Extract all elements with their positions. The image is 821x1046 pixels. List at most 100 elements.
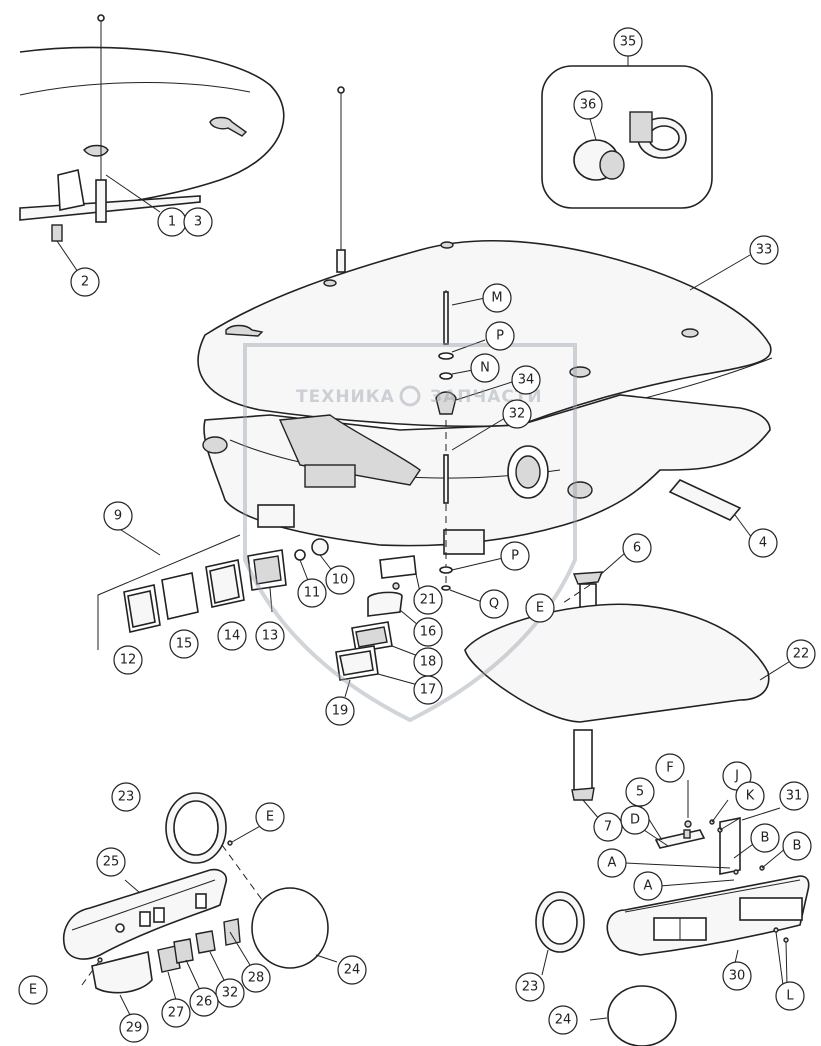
svg-text:30: 30 <box>729 969 746 984</box>
pole-and-table <box>464 552 793 821</box>
callout-21: 22 <box>786 639 816 669</box>
svg-text:D: D <box>630 813 640 828</box>
callout-34: 34 <box>511 365 541 395</box>
callout-15: 15 <box>169 629 199 659</box>
callout-E: F <box>655 753 685 783</box>
callout-2: 2 <box>70 267 100 297</box>
svg-text:14: 14 <box>224 629 241 644</box>
callout-5: 5 <box>625 777 655 807</box>
svg-text:E: E <box>266 810 274 825</box>
svg-text:28: 28 <box>248 971 265 986</box>
callout-F-right: E <box>525 593 555 623</box>
callout-24: 25 <box>96 847 126 877</box>
svg-text:32: 32 <box>509 407 526 422</box>
svg-text:E: E <box>536 601 544 616</box>
svg-text:15: 15 <box>176 637 193 652</box>
svg-text:36: 36 <box>580 98 597 113</box>
svg-text:2: 2 <box>81 275 89 290</box>
callout-F-left: E <box>18 975 48 1005</box>
callout-18: 18 <box>413 647 443 677</box>
svg-text:1: 1 <box>168 215 176 230</box>
svg-text:16: 16 <box>420 625 437 640</box>
svg-text:13: 13 <box>262 629 279 644</box>
callout-6: 6 <box>622 533 652 563</box>
callout-20: 21 <box>413 585 443 615</box>
svg-text:32: 32 <box>222 986 239 1001</box>
svg-text:29: 29 <box>126 1021 143 1036</box>
roof-tray <box>202 394 771 555</box>
callout-36: 36 <box>573 90 603 120</box>
svg-text:24: 24 <box>555 1013 572 1028</box>
svg-text:3: 3 <box>194 215 202 230</box>
callout-13: 13 <box>255 621 285 651</box>
svg-text:27: 27 <box>168 1006 185 1021</box>
svg-text:J: J <box>734 769 739 784</box>
svg-text:26: 26 <box>196 995 213 1010</box>
roof-assembly-top-left <box>19 14 285 273</box>
callout-layer: 1 3 2 35 36 33 M P N 34 32 4 P 6 Q E 9 1… <box>18 27 816 1043</box>
callout-12: 12 <box>113 645 143 675</box>
callout-3: 3 <box>183 207 213 237</box>
svg-text:34: 34 <box>518 373 535 388</box>
svg-text:9: 9 <box>114 509 122 524</box>
callout-14: 14 <box>217 621 247 651</box>
callout-4: 4 <box>748 528 778 558</box>
callout-23-left: 24 <box>337 955 367 985</box>
svg-text:22: 22 <box>793 647 810 662</box>
svg-text:35: 35 <box>620 35 637 50</box>
callout-P-top: P <box>485 321 515 351</box>
callout-Q: Q <box>479 589 509 619</box>
inset-light-detail <box>541 52 713 209</box>
callout-17: 17 <box>413 675 443 705</box>
callout-N: N <box>470 353 500 383</box>
callout-M: M <box>482 283 512 313</box>
callout-22-right: 23 <box>515 972 545 1002</box>
callout-F-upper: E <box>255 802 285 832</box>
svg-text:A: A <box>644 879 653 894</box>
lamp-group-middle <box>335 555 421 698</box>
lamp-lens-group <box>97 527 334 650</box>
svg-text:7: 7 <box>604 820 612 835</box>
callout-C-left: B <box>750 823 780 853</box>
svg-text:4: 4 <box>759 536 767 551</box>
svg-text:5: 5 <box>636 785 644 800</box>
svg-text:L: L <box>786 989 794 1004</box>
callout-29: 30 <box>722 961 752 991</box>
svg-text:M: M <box>491 291 502 306</box>
svg-text:21: 21 <box>420 593 437 608</box>
callout-7: 7 <box>593 812 623 842</box>
callout-26: 27 <box>161 998 191 1028</box>
svg-text:6: 6 <box>633 541 641 556</box>
svg-text:25: 25 <box>103 855 120 870</box>
svg-text:23: 23 <box>118 790 135 805</box>
callout-35: 35 <box>613 27 643 57</box>
callout-19: 19 <box>325 696 355 726</box>
svg-text:A: A <box>608 856 617 871</box>
svg-text:19: 19 <box>332 704 349 719</box>
svg-text:B: B <box>761 831 770 846</box>
left-panel-assembly <box>63 792 338 1016</box>
callout-23-right: 24 <box>548 1005 578 1035</box>
svg-text:31: 31 <box>786 789 803 804</box>
svg-text:B: B <box>793 839 802 854</box>
svg-text:33: 33 <box>756 243 773 258</box>
callout-L: L <box>775 981 805 1011</box>
svg-text:K: K <box>746 789 755 804</box>
callout-28: 29 <box>119 1013 149 1043</box>
svg-text:23: 23 <box>522 980 539 995</box>
watermark-left-text: ТЕХНИКА <box>296 387 395 407</box>
callout-25: 26 <box>189 987 219 1017</box>
callout-K: K <box>735 781 765 811</box>
right-panel-assembly <box>535 780 810 1046</box>
callout-22-left: 23 <box>111 782 141 812</box>
svg-text:17: 17 <box>420 683 437 698</box>
svg-text:P: P <box>496 329 504 344</box>
svg-text:N: N <box>480 361 490 376</box>
callout-A: A <box>633 871 663 901</box>
svg-text:P: P <box>511 549 519 564</box>
callout-27: 28 <box>241 963 271 993</box>
callout-10: 10 <box>325 565 355 595</box>
svg-text:E: E <box>29 983 37 998</box>
callout-11: 11 <box>297 578 327 608</box>
